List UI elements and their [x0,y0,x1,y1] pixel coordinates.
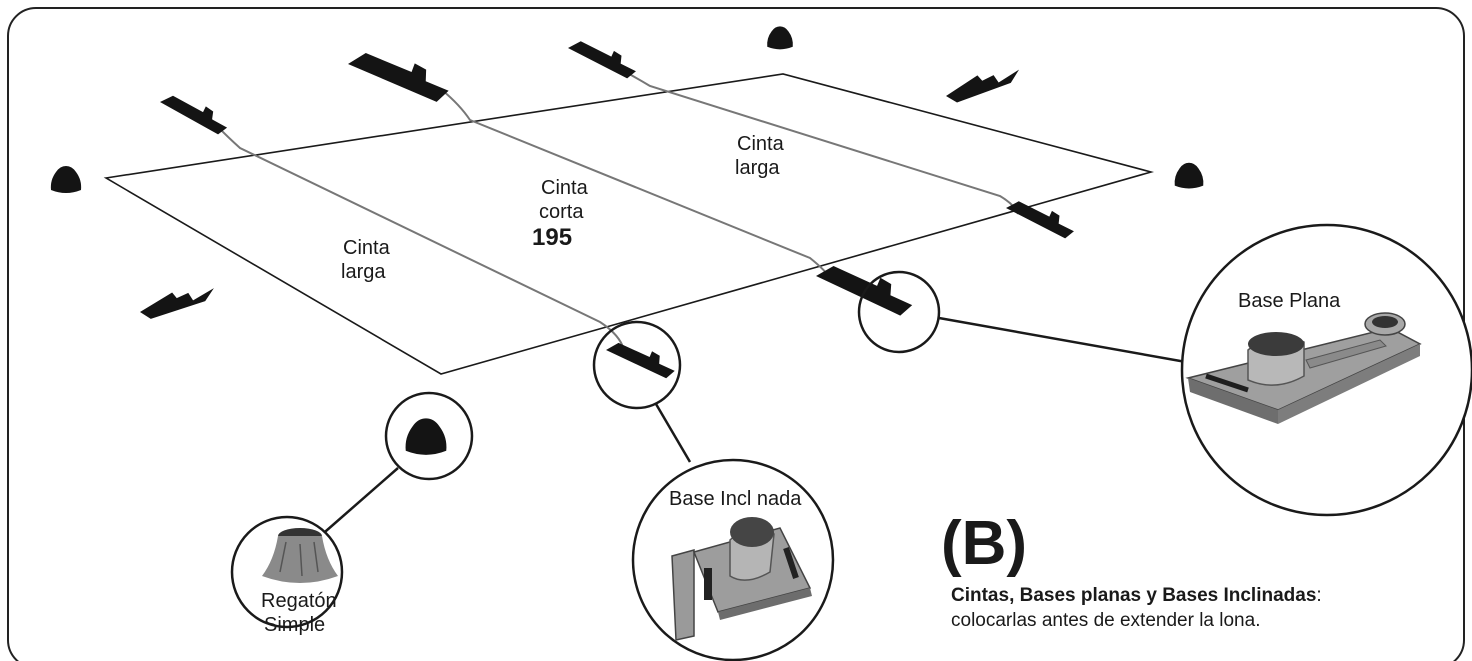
label-strap-short-2: corta [539,201,584,223]
foot-left [50,166,82,193]
section-label: (B) [941,509,1027,578]
strap-long-right [613,65,1019,215]
callout-ring-inclined [592,320,682,410]
foot-top [767,26,793,50]
flat-base-bottom-left [604,342,677,379]
label-foot-2: Simple [264,614,325,636]
strap-short [441,89,833,281]
inclined-base-left [138,288,217,320]
label-strap-long-left-2: larga [341,261,386,283]
caption-line-2: colocarlas antes de extender la lona. [951,610,1260,631]
tarp-outline [103,73,1155,375]
caption-bold: Cintas, Bases planas y Bases Inclinadas [951,585,1316,606]
foot-right [1174,162,1204,189]
caption-colon: : [1316,585,1321,606]
callout-ring-foot [384,391,474,481]
callout-ring-flat [857,270,941,354]
flat-base-top-left [156,94,231,136]
simple-foot-detail [262,528,338,583]
inclined-base-detail [671,517,812,641]
leader-foot [317,467,399,539]
leader-flat [938,316,1187,364]
label-strap-long-right-2: larga [735,157,780,179]
label-strap-long-right-1: Cinta [737,133,785,155]
flat-base-top-middle [346,52,450,103]
flat-base-detail [1185,312,1422,424]
flat-base-bottom-right [1003,200,1077,240]
label-strap-short-1: Cinta [541,177,589,199]
label-foot-1: Regatón [261,590,337,612]
leader-inclined [654,403,692,463]
label-inclined-base: Base Incl nada [669,488,802,510]
label-strap-short-value: 195 [532,224,572,251]
flat-base-top-right [565,40,639,80]
label-flat-base: Base Plana [1238,290,1341,312]
caption-line-1: Cintas, Bases planas y Bases Inclinadas: [951,585,1322,606]
inclined-base-top-right [943,69,1023,104]
label-strap-long-left-1: Cinta [343,237,391,259]
